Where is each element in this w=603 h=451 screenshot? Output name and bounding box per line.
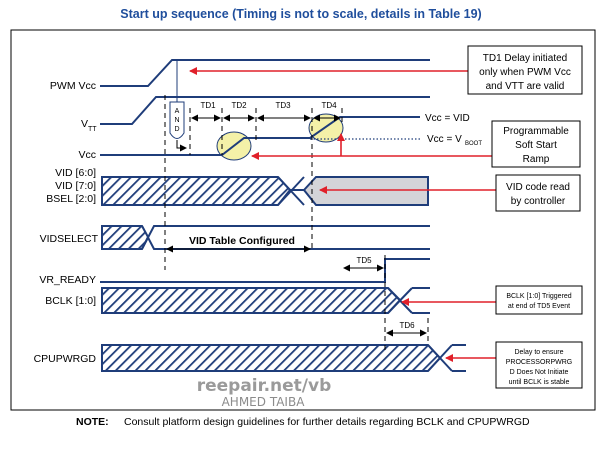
watermark-author: AHMED TAIBA [222, 395, 306, 409]
callout-bclk-trigger [495, 285, 583, 315]
signal-vtt-subscript: TT [88, 126, 97, 133]
td1-label: TD1 [200, 101, 216, 110]
td3-label: TD3 [275, 101, 291, 110]
callout-bclk-line1: BCLK [1:0] Triggered [506, 293, 571, 300]
and-gate-label-n: N [174, 117, 179, 124]
callout-td1-line2: only when PWM Vcc [479, 67, 571, 78]
vcc-waveform [100, 116, 420, 156]
vcc-eq-vboot-label: Vcc = V [427, 134, 462, 145]
note-text: Consult platform design guidelines for f… [124, 416, 530, 428]
vid-bus-valid [302, 176, 429, 206]
and-gate-label-d: D [174, 126, 179, 133]
callout-delay-ensure [495, 341, 583, 389]
callout-vid-code [495, 174, 581, 212]
watermark-site: reepair.net/vb [197, 376, 332, 396]
vid-bus-undefined [101, 176, 292, 206]
signal-vr-ready: VR_READY [39, 274, 96, 286]
td5-label: TD5 [356, 256, 372, 265]
signal-pwm-vcc: PWM Vcc [50, 80, 96, 92]
td4-label: TD4 [321, 101, 337, 110]
callout-td1-line3: and VTT are valid [486, 81, 565, 92]
cpupwrgd-undefined [101, 344, 442, 372]
callout-td1-line1: TD1 Delay initiated [483, 53, 567, 64]
td2-label: TD2 [231, 101, 247, 110]
note-label: NOTE: [76, 416, 109, 428]
diagram-frame [10, 29, 596, 411]
callout-delay-line2: PROCESSORPWRG [506, 359, 573, 366]
callout-delay-line3: D Does Not Initiate [510, 369, 569, 376]
callout-soft-start-line2: Soft Start [515, 140, 557, 151]
td6-label: TD6 [399, 321, 415, 330]
and-gate-label-a: A [175, 108, 180, 115]
callout-td1-delay [467, 45, 583, 95]
signal-vidselect: VIDSELECT [40, 233, 99, 245]
bclk-bus-valid [387, 287, 430, 314]
vid-bus-transition [277, 176, 305, 206]
cpupwrgd-transition [427, 344, 466, 372]
pwm-vcc-waveform [100, 59, 430, 87]
vidselect-undefined [101, 225, 150, 250]
signal-cpupwrgd: CPUPWRGD [34, 353, 97, 365]
signal-vid-6-0: VID [6:0] [55, 167, 96, 179]
vtt-waveform [100, 96, 430, 125]
vid-table-label: VID Table Configured [189, 235, 295, 247]
callout-delay-line1: Delay to ensure [514, 349, 563, 356]
callout-soft-start-line1: Programmable [503, 126, 569, 137]
and-gate [169, 101, 185, 139]
callout-vid-code-line1: VID code read [506, 182, 570, 193]
signal-vid-7-0: VID [7:0] [55, 180, 96, 192]
bclk-bus-undefined [101, 287, 402, 314]
and-output-arrow [176, 140, 187, 152]
signal-bclk: BCLK [1:0] [45, 295, 96, 307]
vcc-eq-vid-label: Vcc = VID [425, 113, 470, 124]
callout-delay-line4: until BCLK is stable [509, 379, 570, 386]
callout-bclk-line2: at end of TD5 Event [508, 303, 570, 310]
signal-bsel: BSEL [2:0] [46, 193, 96, 205]
signal-vtt: V [81, 118, 88, 130]
callout-soft-start-line3: Ramp [523, 154, 550, 165]
vr-ready-waveform [100, 258, 430, 283]
callout-soft-start [491, 120, 581, 168]
callout-vid-code-line2: by controller [511, 196, 566, 207]
signal-vcc: Vcc [78, 149, 96, 161]
diagram-title: Start up sequence (Timing is not to scal… [120, 7, 481, 21]
vcc-eq-vboot-subscript: BOOT [465, 141, 482, 147]
